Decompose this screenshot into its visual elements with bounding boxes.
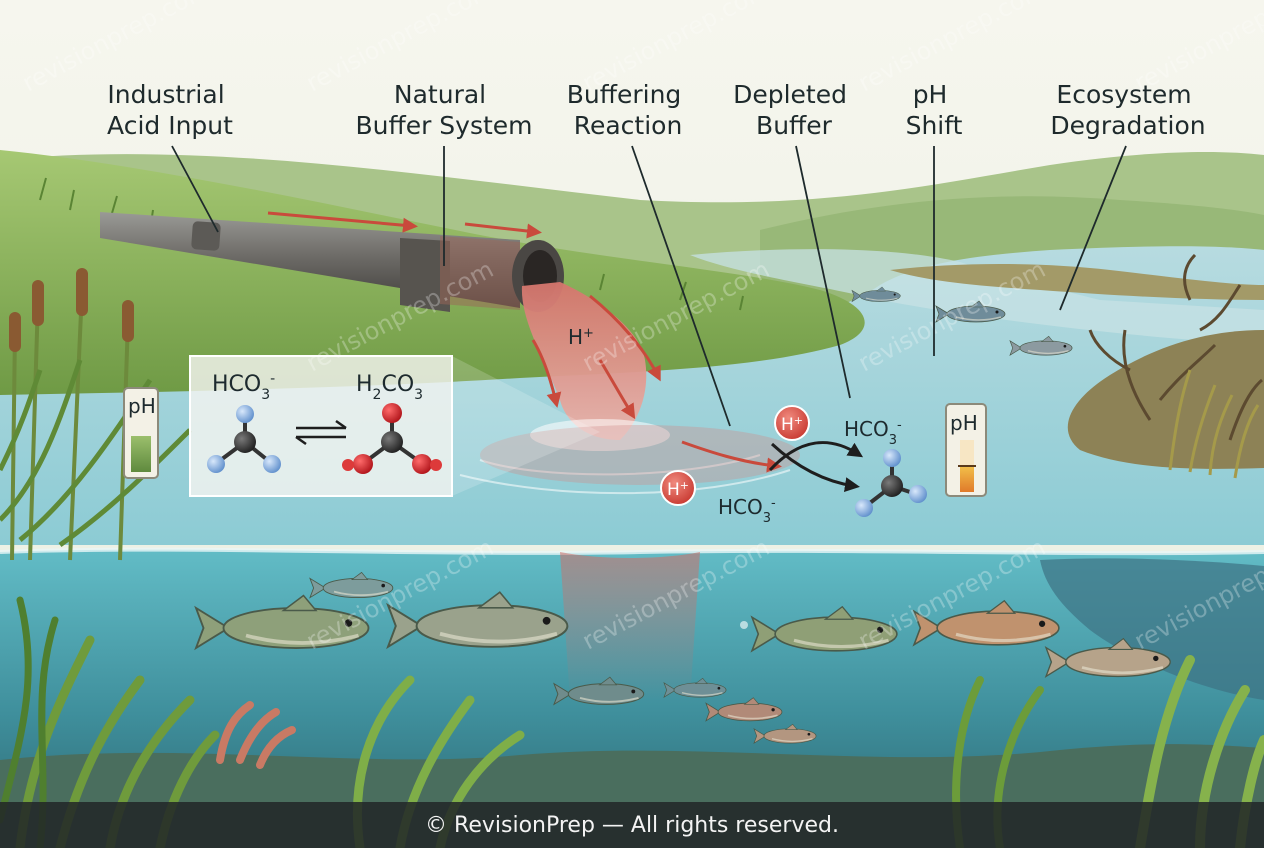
ripples (459, 454, 791, 495)
bicarbonate-product: HCO3- (844, 417, 902, 448)
equilibrium-arrows (295, 419, 347, 446)
fish (705, 697, 783, 722)
fish (309, 571, 394, 599)
fish (194, 594, 370, 651)
fish (750, 605, 898, 653)
ph-meter-shifted: pH (945, 403, 987, 497)
acid-discolored-water (480, 425, 800, 485)
dry-reeds (1168, 369, 1260, 479)
fish (1009, 335, 1073, 357)
fish (851, 286, 901, 303)
hydrogen-ion-1: H+ (660, 470, 696, 506)
reaction-arrows (768, 441, 864, 493)
ph-meter-normal-label: pH (128, 394, 156, 418)
hydrogen-ion-2: H+ (774, 405, 810, 441)
cattails (0, 268, 192, 561)
label-natural-buffer-system: Natural Buffer System (355, 80, 532, 140)
svg-text:H+: H+ (667, 479, 689, 501)
fish-group (194, 286, 1171, 745)
carbonic-acid-formula: H2CO3 (356, 372, 423, 403)
ph-meter-shifted-level (960, 466, 974, 492)
bubble (740, 621, 748, 629)
acid-flow (521, 282, 647, 440)
fish (753, 723, 817, 745)
water-surface-line (0, 547, 1264, 556)
fish (386, 591, 569, 650)
fish (663, 677, 727, 699)
h-ion-near-flow: H+ (568, 325, 594, 349)
splash-foam (530, 419, 670, 451)
label-depleted-buffer: Depleted Buffer (733, 80, 855, 140)
carbonic-acid-molecule (342, 403, 442, 474)
bicarbonate-molecule-product (855, 449, 927, 517)
ph-meter-normal-level (131, 436, 151, 472)
label-industrial-acid-input: Industrial Acid Input (107, 80, 233, 140)
dead-branches (1088, 253, 1263, 441)
ph-meter-shifted-label: pH (950, 411, 978, 435)
label-ph-shift: pH Shift (906, 80, 963, 140)
ph-meter-normal: pH (123, 387, 159, 479)
acid-flow-arrows (267, 211, 782, 473)
fish (1044, 637, 1171, 679)
right-degraded-bank (1067, 330, 1264, 469)
bicarbonate-formula-left: HCO3- (212, 371, 275, 403)
copyright-text: © RevisionPrep — All rights reserved. (425, 812, 839, 838)
bicarbonate-reactant: HCO3- (718, 495, 776, 526)
leader-lines (171, 145, 1127, 427)
fish (553, 676, 645, 706)
svg-text:H+: H+ (781, 414, 803, 436)
label-ecosystem-degradation: Ecosystem Degradation (1050, 80, 1205, 140)
fish (935, 300, 1006, 323)
equilibrium-panel: HCO3- H2CO3 (189, 355, 600, 497)
acid-plume-underwater (560, 552, 700, 700)
copyright-footer: © RevisionPrep — All rights reserved. (0, 802, 1264, 848)
upstream-river (690, 249, 1264, 345)
right-upper-bank (890, 264, 1264, 300)
bicarbonate-molecule (207, 405, 281, 473)
underwater-rock-right (1040, 558, 1264, 700)
label-buffering-reaction: Buffering Reaction (567, 80, 690, 140)
fish (912, 599, 1060, 647)
